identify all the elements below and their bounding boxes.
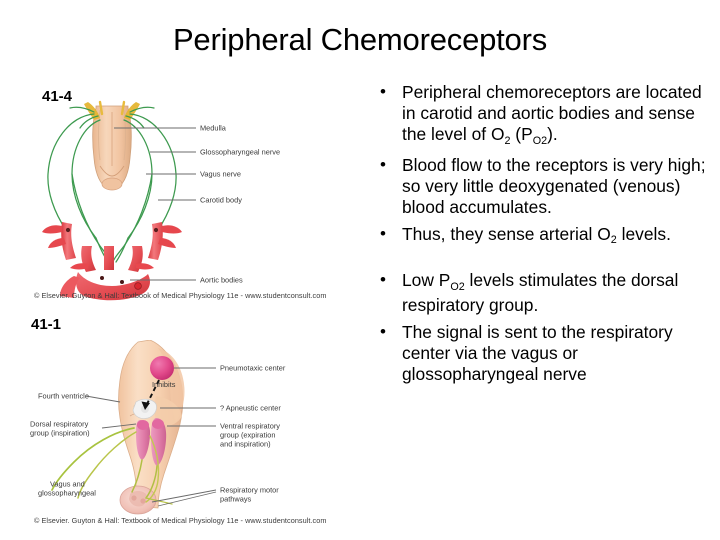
label-glossopharyngeal-nerve: Glossopharyngeal nerve <box>200 148 280 157</box>
leader-lines <box>114 127 196 281</box>
medulla-illustration <box>92 105 132 191</box>
aortic-body-marker <box>100 276 104 280</box>
label-carotid-body: Carotid body <box>200 196 242 205</box>
inhibits-arrow <box>141 379 160 410</box>
figure-copyright-top: © Elsevier. Guyton & Hall: Textbook of M… <box>34 291 327 300</box>
bullet-5-text: The signal is sent to the respiratory ce… <box>402 321 673 385</box>
label-vagus-and-glossopharyngeal-line1: Vagus and <box>50 480 85 489</box>
label-dorsal-respiratory-group-line1: Dorsal respiratory <box>30 420 89 429</box>
aortic-arch-illustration <box>60 246 154 301</box>
bullet-2-text: Blood flow to the receptors is very high… <box>402 154 706 218</box>
carotid-body-marker <box>153 227 159 233</box>
bullet-marker: • <box>380 321 386 341</box>
label-pneumotaxic-center: Pneumotaxic center <box>220 364 286 373</box>
bullet-marker: • <box>380 154 386 174</box>
bullet-1-text: Peripheral chemoreceptors are located in… <box>402 82 702 147</box>
label-fourth-ventricle: Fourth ventricle <box>38 392 89 401</box>
label-vagus-nerve: Vagus nerve <box>200 170 241 179</box>
label-aortic-bodies: Aortic bodies <box>200 276 243 285</box>
nerve-pathways-illustration <box>47 106 177 265</box>
label-dorsal-respiratory-group-line2: group (inspiration) <box>30 429 90 438</box>
figure-peripheral-chemoreceptor-anatomy: Medulla Glossopharyngeal nerve Vagus ner… <box>30 96 370 301</box>
bullet-3-text: Thus, they sense arterial O2 levels. <box>402 224 671 247</box>
leader-lines <box>85 367 217 507</box>
bullet-marker: • <box>380 224 386 244</box>
figure-respiratory-center-anatomy: Pneumotaxic center Inhibits ? Apneustic … <box>30 340 370 530</box>
bullet-4-text: Low PO2 levels stimulates the dorsal res… <box>402 270 679 315</box>
bullet-5: • The signal is sent to the respiratory c… <box>372 322 712 386</box>
label-apneustic-center: ? Apneustic center <box>220 404 281 413</box>
bullet-2: • Blood flow to the receptors is very hig… <box>372 155 712 219</box>
label-ventral-respiratory-group-line2: group (expiration <box>220 431 275 440</box>
bullet-list: • Peripheral chemoreceptors are located i… <box>372 82 712 391</box>
spinal-cord-illustration <box>119 485 157 515</box>
label-ventral-respiratory-group-line1: Ventral respiratory <box>220 422 280 431</box>
figure-number-bottom: 41-1 <box>31 316 62 333</box>
label-medulla: Medulla <box>200 124 227 133</box>
figure-number-top: 41-4 <box>42 88 73 105</box>
aortic-body-marker <box>120 280 124 284</box>
bullet-3: • Thus, they sense arterial O2 levels. <box>372 224 712 248</box>
bullet-1: • Peripheral chemoreceptors are located i… <box>372 82 712 149</box>
label-vagus-and-glossopharyngeal-line2: glossopharyngeal <box>38 489 96 498</box>
bullet-marker: • <box>380 82 386 101</box>
bullet-4: • Low PO2 levels stimulates the dorsal re… <box>372 270 712 315</box>
pneumotaxic-center-marker <box>150 356 174 380</box>
carotid-artery-illustration <box>42 222 182 260</box>
page-title: Peripheral Chemoreceptors <box>172 22 548 57</box>
respiratory-group-markers <box>136 418 167 466</box>
label-ventral-respiratory-group-line3: and inspiration) <box>220 440 271 449</box>
bullet-marker: • <box>380 270 386 290</box>
label-respiratory-motor-pathways-line1: Respiratory motor <box>220 486 279 495</box>
label-respiratory-motor-pathways-line2: pathways <box>220 495 252 504</box>
label-inhibits: Inhibits <box>152 380 176 389</box>
carotid-body-marker <box>65 227 71 233</box>
figure-copyright-bottom: © Elsevier. Guyton & Hall: Textbook of M… <box>34 516 327 525</box>
